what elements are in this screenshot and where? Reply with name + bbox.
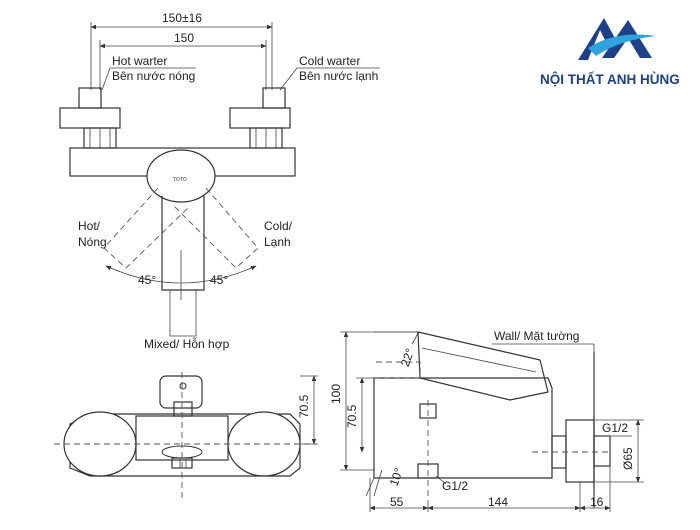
angle-bottom-arc bbox=[373, 469, 383, 497]
handle-cold-label-vi: Lạnh bbox=[264, 235, 291, 249]
dim-outer-label: 150±16 bbox=[162, 11, 202, 25]
handle-mixed-position bbox=[161, 196, 205, 291]
dim-70-label: 70.5 bbox=[345, 404, 359, 428]
side-view: Wall/ Mặt tường 22° 100 70.5 10° bbox=[329, 329, 644, 512]
dia-label: Ø65 bbox=[621, 447, 635, 470]
angle-top-arc bbox=[411, 331, 419, 345]
handle-logo-mark: TOTO bbox=[173, 177, 187, 183]
mixed-label: Mixed/ Hỗn hợp bbox=[144, 336, 230, 351]
right-wall-flange bbox=[229, 107, 291, 129]
brand-logo: NỘI THẤT ANH HÙNG bbox=[540, 18, 680, 87]
thread-bottom-label: G1/2 bbox=[442, 479, 468, 493]
handle-hot-label-vi: Nóng bbox=[78, 235, 107, 249]
dim-16-label: 16 bbox=[590, 495, 604, 509]
top-view: 150±16 150 Hot warter Bên nước nóng Cold… bbox=[59, 11, 380, 351]
left-connector-stub bbox=[78, 87, 102, 109]
handle-cold-position bbox=[173, 187, 259, 269]
side-inlet bbox=[593, 435, 611, 467]
left-wall-flange bbox=[59, 107, 121, 129]
right-connector-stub bbox=[262, 87, 286, 109]
cold-water-label-en: Cold warter bbox=[299, 54, 360, 68]
logo-swoosh bbox=[588, 34, 656, 56]
side-handle-line bbox=[421, 347, 537, 373]
handle-hot-label-en: Hot/ bbox=[78, 219, 101, 233]
dim-55-label: 55 bbox=[390, 495, 404, 509]
dim-inner-label: 150 bbox=[174, 31, 194, 45]
side-body bbox=[373, 377, 553, 479]
front-handle bbox=[159, 375, 203, 409]
side-wall-flange bbox=[565, 419, 595, 483]
angle-right-label: 45° bbox=[210, 273, 228, 287]
handle-cold-label-en: Cold/ bbox=[264, 219, 293, 233]
brand-name: NỘI THẤT ANH HÙNG bbox=[540, 72, 680, 87]
front-dim-label: 70.5 bbox=[297, 394, 311, 418]
handle-stem bbox=[169, 290, 197, 337]
angle-left-label: 45° bbox=[138, 273, 156, 287]
thread-side-label: G1/2 bbox=[602, 421, 628, 435]
thread-bottom-leader bbox=[435, 475, 447, 485]
cold-leader bbox=[279, 67, 298, 91]
side-handle-base bbox=[374, 361, 421, 379]
hot-leader bbox=[101, 67, 111, 91]
angle-bottom-label: 10° bbox=[387, 466, 406, 488]
angle-top-label: 22° bbox=[398, 346, 417, 368]
handle-cap bbox=[146, 149, 216, 203]
front-view: 70.5 bbox=[54, 372, 318, 500]
hot-water-label-vi: Bên nước nóng bbox=[112, 69, 195, 83]
front-body bbox=[69, 413, 301, 477]
dim-144-label: 144 bbox=[488, 495, 508, 509]
cold-water-label-vi: Bên nước lạnh bbox=[299, 69, 378, 83]
logo-a-shape bbox=[578, 18, 616, 60]
front-handle-dot bbox=[179, 382, 187, 390]
dim-100-label: 100 bbox=[329, 384, 343, 404]
hot-water-label-en: Hot warter bbox=[112, 54, 167, 68]
wall-label: Wall/ Mặt tường bbox=[494, 329, 579, 343]
handle-hot-position bbox=[103, 187, 191, 269]
